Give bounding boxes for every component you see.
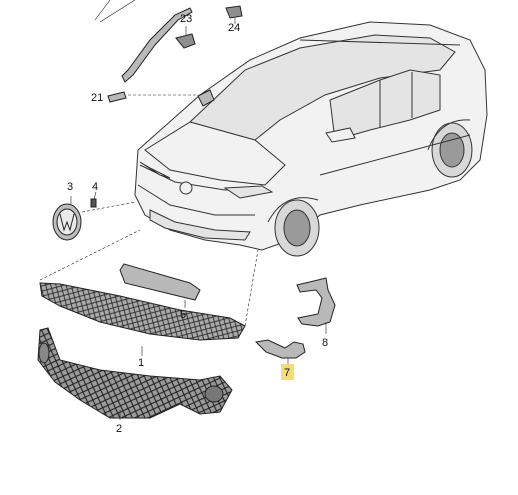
callout-5: 5 — [180, 309, 186, 321]
clip-23 — [175, 26, 196, 49]
vehicle-illustration — [134, 21, 488, 257]
callout-7-highlight: 7 — [281, 364, 294, 380]
trim-clip — [107, 91, 127, 103]
bracket-8 — [296, 277, 336, 334]
emblem-screw — [81, 191, 136, 213]
callout-8: 8 — [322, 337, 328, 349]
callout-3: 3 — [67, 181, 73, 193]
rain-sensor-cover — [128, 89, 215, 107]
callout-2: 2 — [116, 423, 122, 435]
vw-emblem — [52, 196, 82, 241]
callout-4: 4 — [92, 181, 98, 193]
air-guide-7 — [254, 339, 306, 364]
grille-trim-strip — [119, 263, 201, 308]
callout-21: 21 — [91, 92, 103, 104]
callout-7: 7 — [284, 367, 290, 379]
lower-grille — [37, 327, 233, 420]
upper-grille — [39, 229, 259, 356]
callout-24: 24 — [228, 22, 240, 34]
callout-23: 23 — [180, 13, 192, 25]
callout-1: 1 — [138, 357, 144, 369]
windscreen-trim-strip — [94, 0, 193, 83]
clip-24 — [225, 5, 243, 24]
